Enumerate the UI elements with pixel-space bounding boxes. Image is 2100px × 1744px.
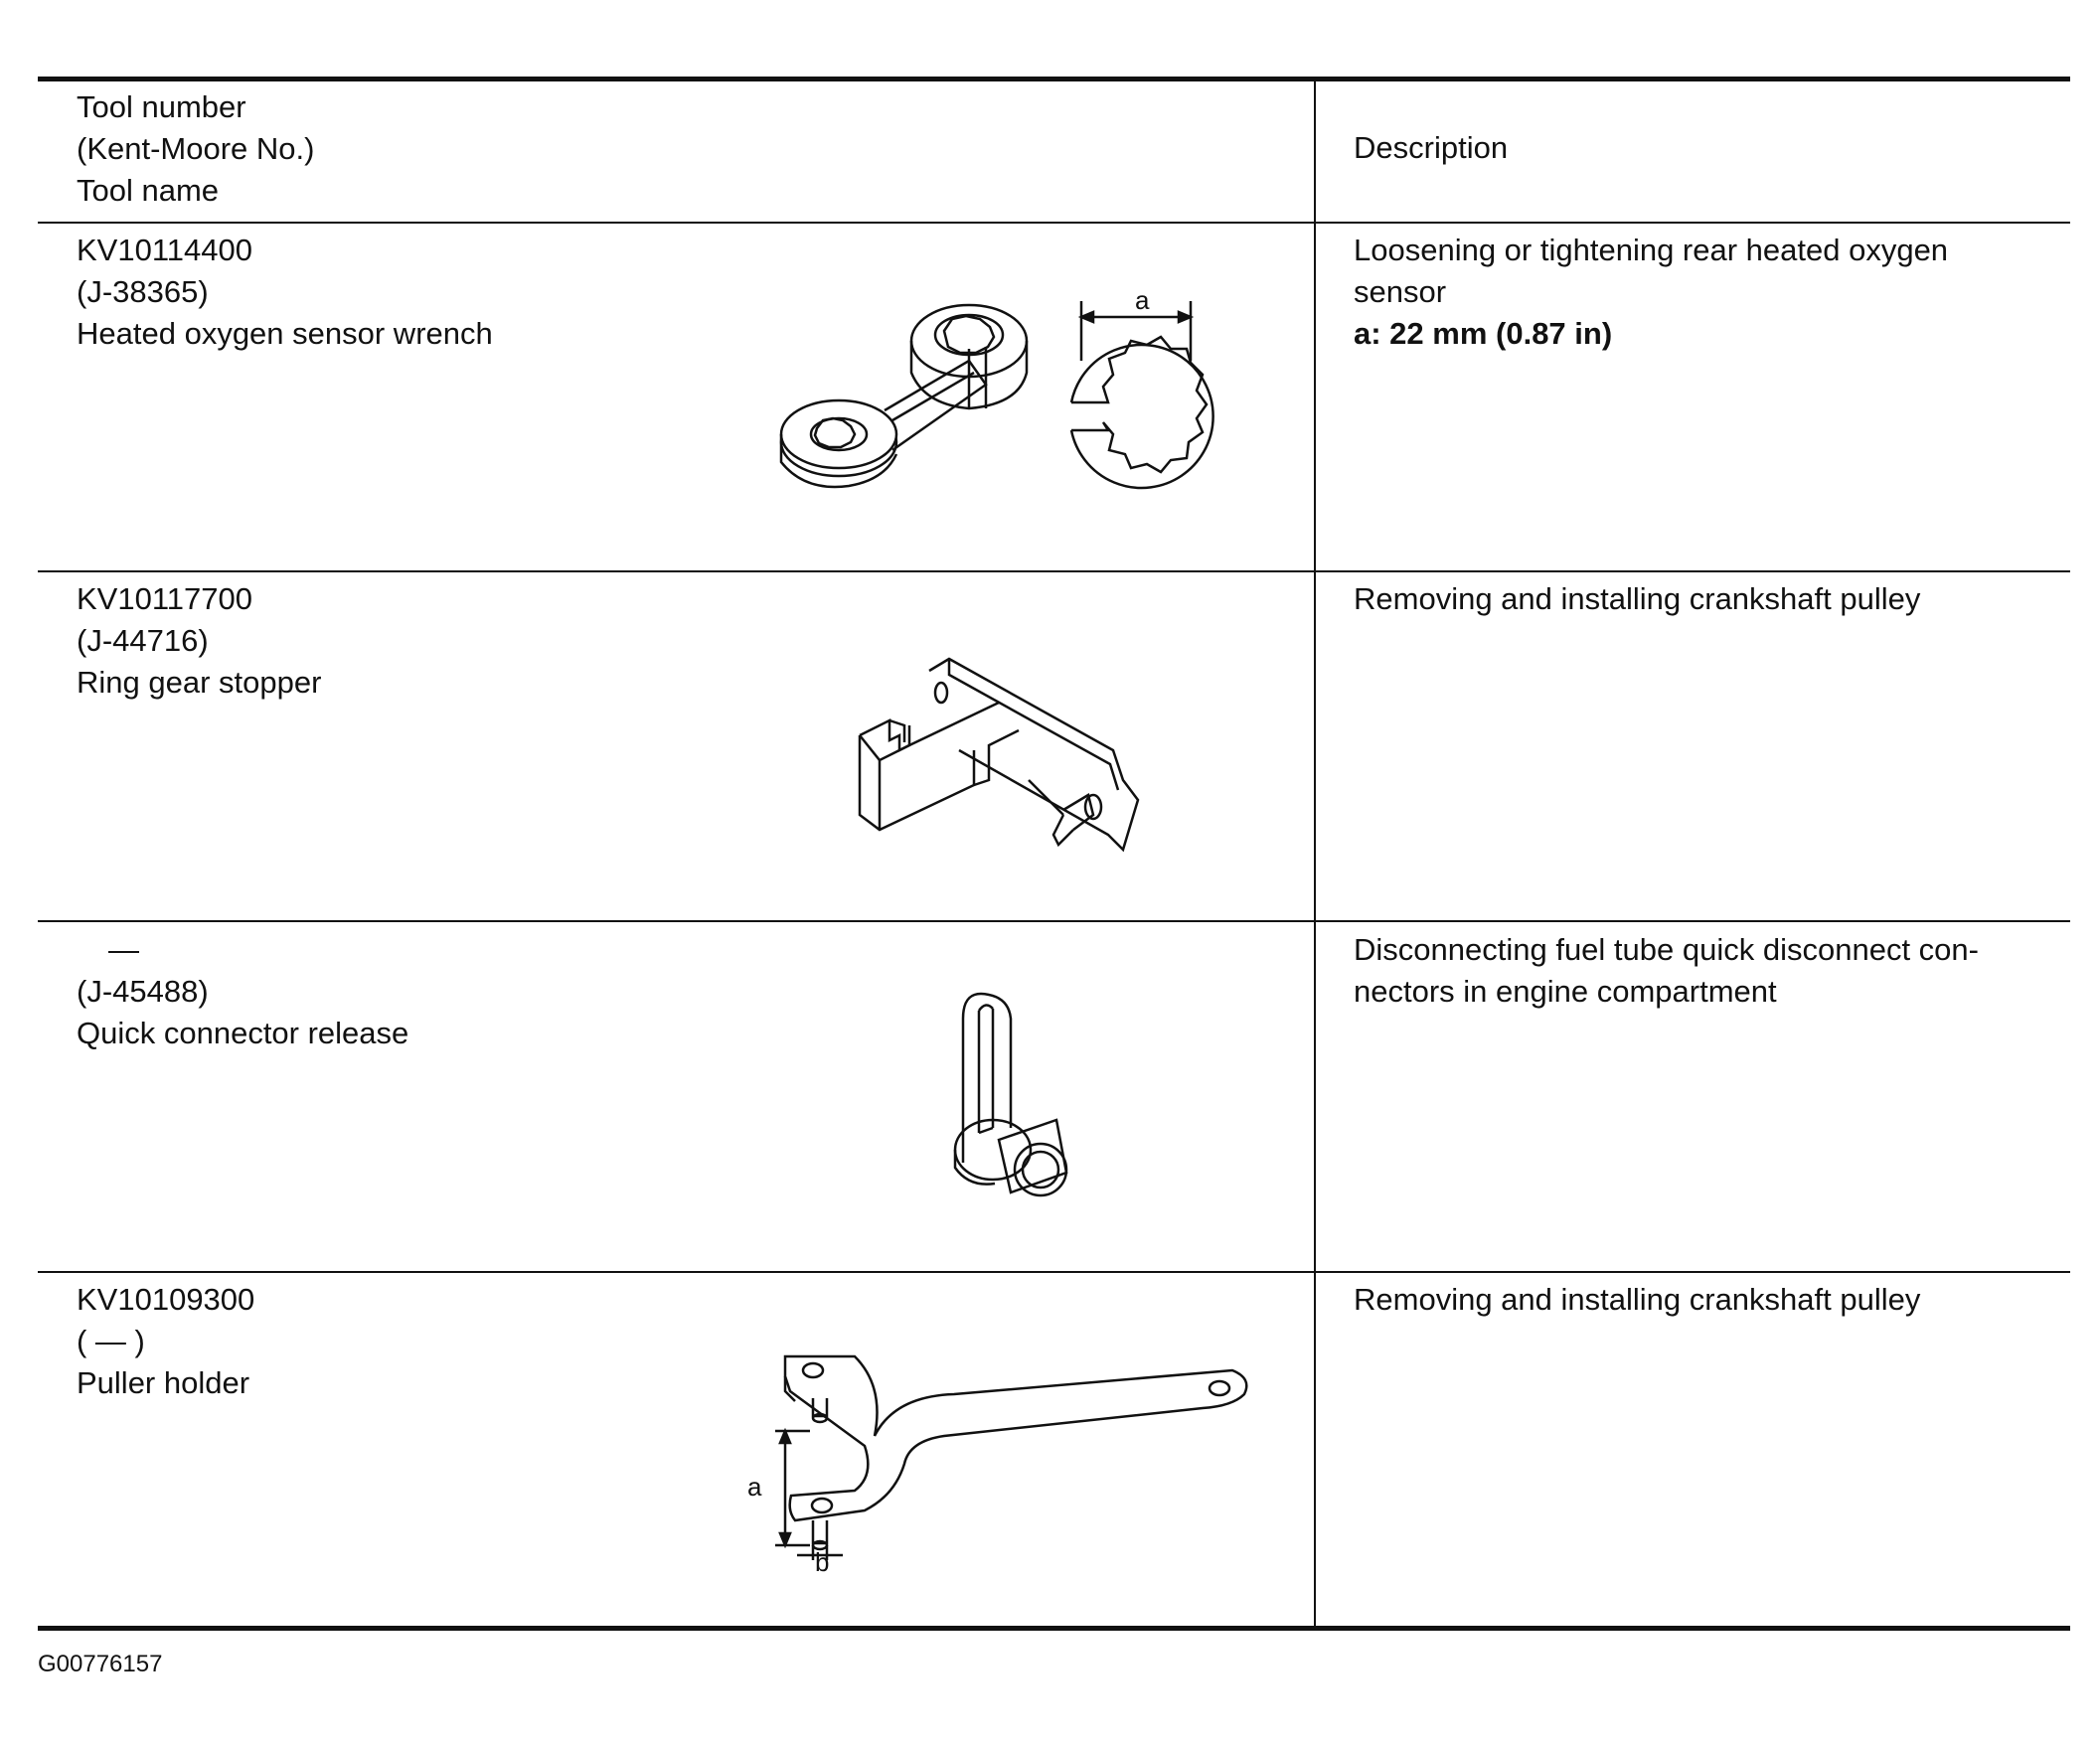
ring-gear-stopper-illustration [850,651,1148,865]
table-bottom-rule [38,1626,2070,1631]
header-tool-name: Tool name [77,173,220,208]
header-kent-moore: (Kent-Moore No.) [77,131,315,166]
tool-name: Quick connector release [77,1016,409,1050]
tool-name: Ring gear stopper [77,665,322,700]
kent-moore-number: (J-44716) [77,623,209,658]
description-line: Disconnecting fuel tube quick disconnect… [1354,932,1979,967]
description-line: Removing and installing crankshaft pulle… [1354,1282,1921,1317]
cross-section-drawing [1069,301,1214,490]
row-separator-2 [38,920,2070,922]
wrench-body-drawing [779,303,1029,489]
table-row-1-tool: KV10114400 (J-38365) Heated oxygen senso… [77,230,493,355]
puller-holder-illustration: a b [735,1347,1262,1575]
table-row-2-tool: KV10117700 (J-44716) Ring gear stopper [77,578,321,704]
dimension-label-b: b [815,1547,829,1575]
row-separator-3 [38,1271,2070,1273]
tool-name: Heated oxygen sensor wrench [77,316,493,351]
figure-id: G00776157 [38,1651,163,1677]
dimension-label-a: a [1135,285,1150,315]
quick-connector-release-illustration [949,989,1088,1207]
tool-number: KV10109300 [77,1282,255,1317]
header-tool-number: Tool number [77,89,246,124]
description-line: Loosening or tightening rear heated oxyg… [1354,233,1949,267]
column-divider [1314,79,1316,1628]
description-line: nectors in engine compartment [1354,974,1777,1009]
table-row-1-description: Loosening or tightening rear heated oxyg… [1354,230,2049,355]
kent-moore-number: (J-45488) [77,974,209,1009]
tool-number: KV10117700 [77,581,252,616]
kent-moore-number: (J-38365) [77,274,209,309]
tool-name: Puller holder [77,1365,250,1400]
kent-moore-number: ( — ) [77,1324,145,1358]
table-row-2-description: Removing and installing crankshaft pulle… [1354,578,2049,620]
tool-number: KV10114400 [77,233,252,267]
table-row-3-tool: — (J-45488) Quick connector release [77,929,408,1054]
table-row-3-description: Disconnecting fuel tube quick disconnect… [1354,929,2049,1013]
table-top-rule [38,77,2070,81]
header-separator [38,222,2070,224]
dimension-spec: a: 22 mm (0.87 in) [1354,316,1613,351]
table-row-4-tool: KV10109300 ( — ) Puller holder [77,1279,254,1404]
tool-number: — [108,932,139,967]
description-line: sensor [1354,274,1447,309]
description-line: Removing and installing crankshaft pulle… [1354,581,1921,616]
table-row-4-description: Removing and installing crankshaft pulle… [1354,1279,2049,1321]
dimension-label-a: a [747,1472,762,1502]
oxygen-sensor-wrench-illustration: a [765,283,1232,527]
row-separator-1 [38,570,2070,572]
header-tool-column: Tool number (Kent-Moore No.) Tool name [77,86,314,212]
header-description: Description [1354,130,1509,165]
